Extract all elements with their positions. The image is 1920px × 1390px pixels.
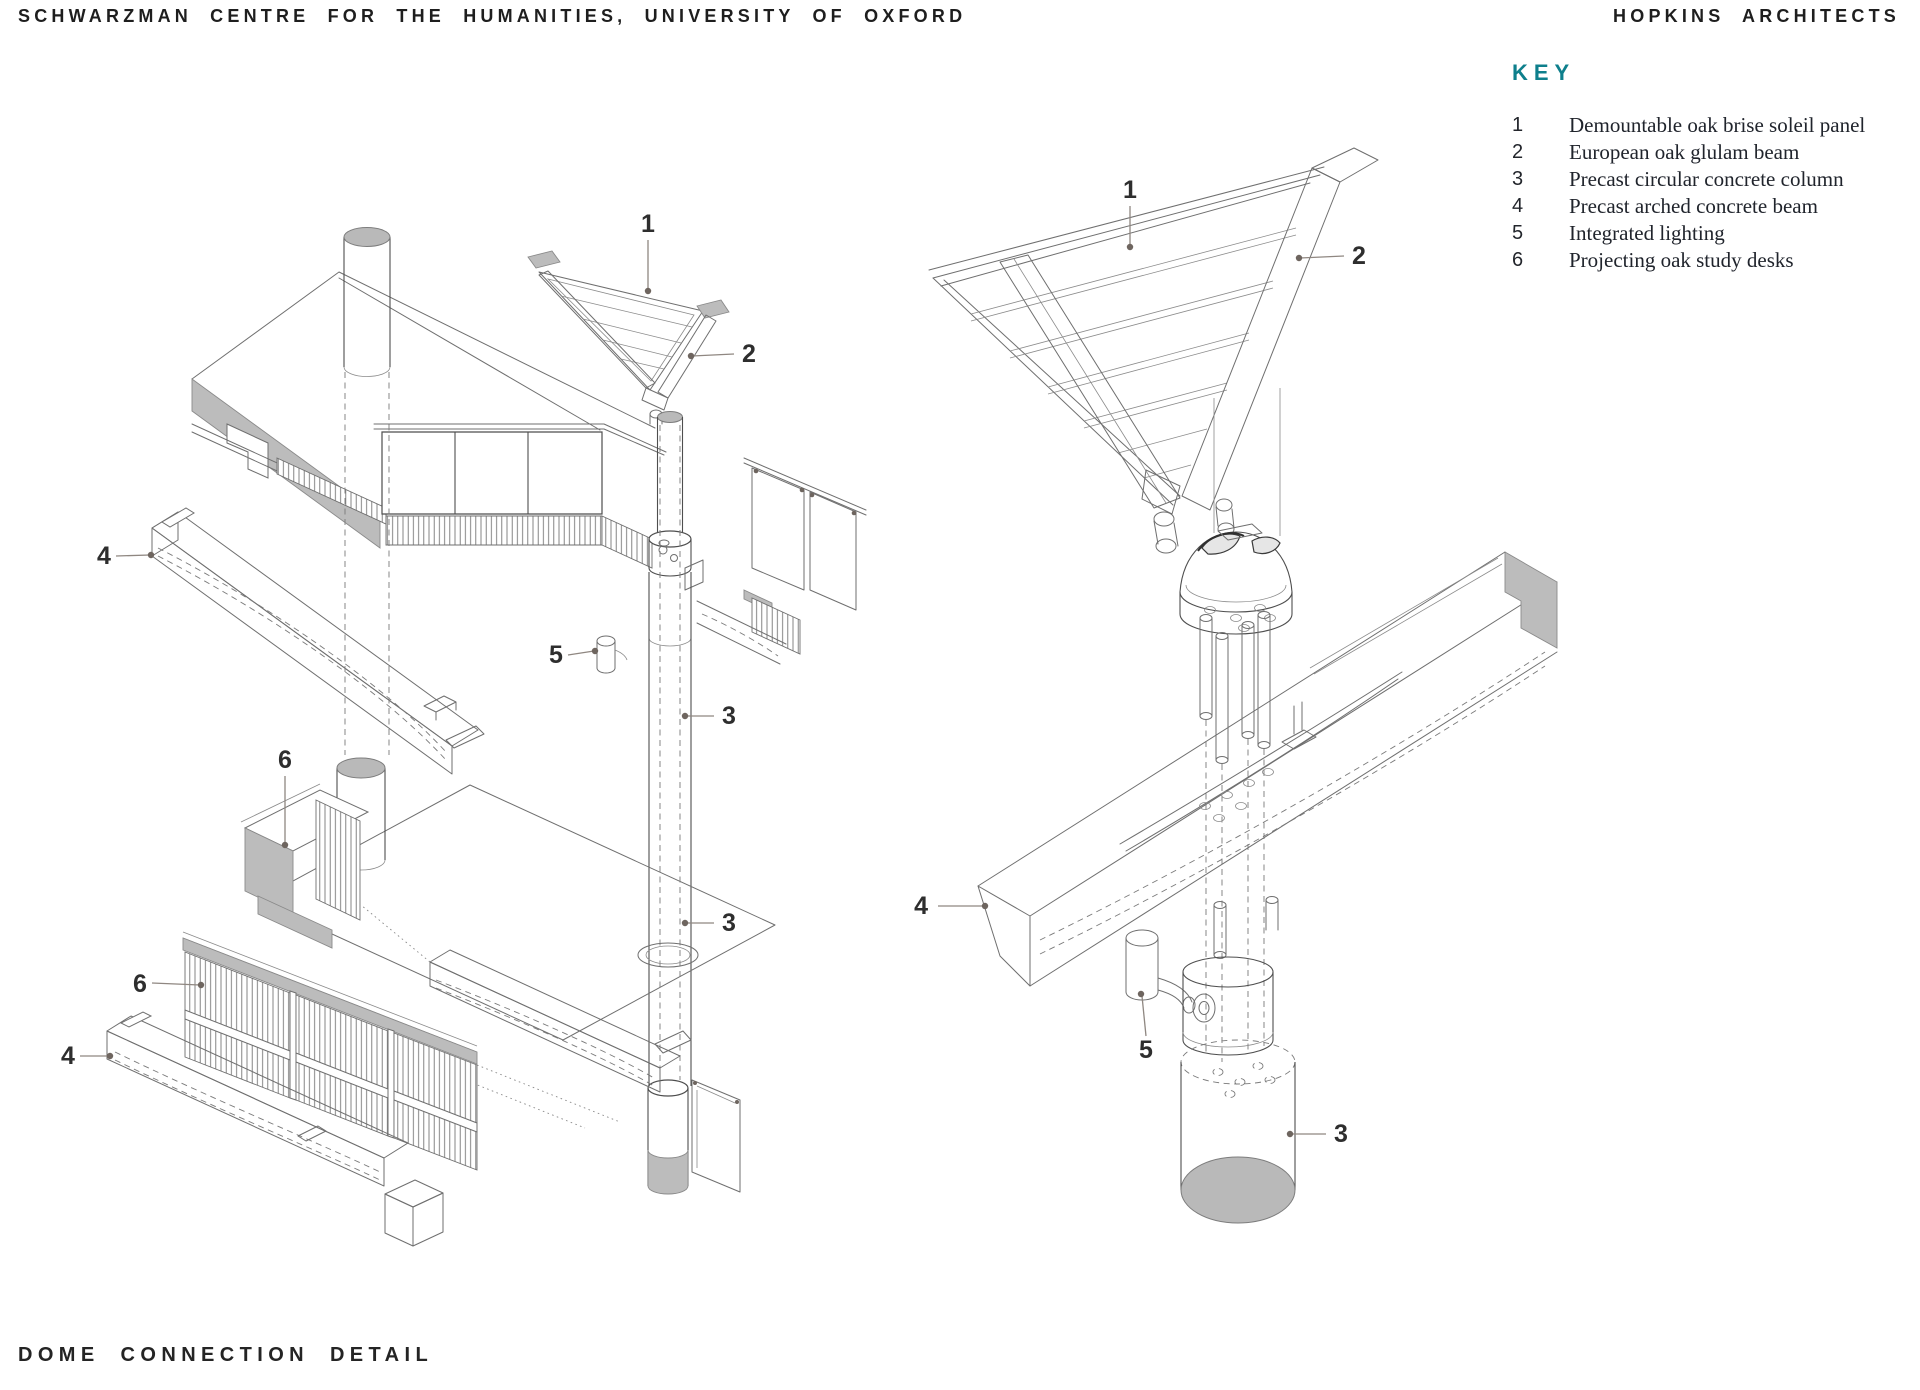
left-exploded-view: 1 2 4 5 3 6 3 xyxy=(61,210,867,1247)
balustrade-glass xyxy=(373,423,667,569)
callout-label: 5 xyxy=(549,641,563,669)
connection-dowels xyxy=(1199,611,1271,1062)
glulam-beam-left xyxy=(538,270,656,389)
callout-label: 2 xyxy=(742,340,756,368)
key-legend: KEY 1 Demountable oak brise soleil panel… xyxy=(1512,60,1904,274)
light-fixture-right xyxy=(1125,929,1196,1014)
key-item-label: Precast circular concrete column xyxy=(1569,167,1844,191)
drawing-caption: DOME CONNECTION DETAIL xyxy=(18,1344,434,1366)
callout-label: 4 xyxy=(97,542,111,570)
brise-soleil-fan xyxy=(928,147,1379,554)
callout-label: 4 xyxy=(61,1042,75,1070)
callout-2-right: 2 xyxy=(1295,242,1366,270)
key-item-label: Precast arched concrete beam xyxy=(1569,194,1818,218)
key-item: 5 Integrated lighting xyxy=(1512,220,1904,247)
callout-label: 3 xyxy=(722,702,736,730)
key-title: KEY xyxy=(1512,60,1576,85)
callout-3-right: 3 xyxy=(1286,1120,1348,1148)
key-item-label: Integrated lighting xyxy=(1569,221,1725,245)
key-item-label: European oak glulam beam xyxy=(1569,140,1800,164)
callout-label: 6 xyxy=(133,970,147,998)
project-title: SCHWARZMAN CENTRE FOR THE HUMANITIES, UN… xyxy=(18,6,967,26)
callout-label: 3 xyxy=(1334,1120,1348,1148)
callout-5-left: 5 xyxy=(549,641,599,669)
key-item: 4 Precast arched concrete beam xyxy=(1512,193,1904,220)
arched-beam-upper xyxy=(151,507,485,775)
roof-slab xyxy=(191,227,656,549)
key-item-number: 1 xyxy=(1512,114,1524,136)
brise-soleil-panel xyxy=(527,250,730,425)
callout-1: 1 xyxy=(641,210,655,295)
arched-beam-lower xyxy=(106,1011,444,1247)
concrete-column xyxy=(647,411,741,1195)
callout-label: 6 xyxy=(278,746,292,774)
callout-4-right: 4 xyxy=(914,892,989,920)
callout-1-right: 1 xyxy=(1123,176,1137,251)
key-item-number: 2 xyxy=(1512,141,1524,163)
node-connector xyxy=(1179,523,1293,635)
callout-3-lower: 3 xyxy=(681,909,736,937)
key-item-number: 4 xyxy=(1512,195,1524,217)
right-exploded-view: 1 2 4 5 3 xyxy=(914,147,1558,1224)
glulam-beam-centre xyxy=(999,254,1181,509)
balustrade-fragment xyxy=(696,457,867,665)
study-desk xyxy=(240,783,370,949)
key-item-number: 5 xyxy=(1512,222,1524,244)
arched-beam-mid xyxy=(429,949,692,1093)
callout-label: 4 xyxy=(914,892,928,920)
key-item: 3 Precast circular concrete column xyxy=(1512,166,1904,193)
key-item-number: 6 xyxy=(1512,249,1524,271)
key-item-number: 3 xyxy=(1512,168,1524,190)
callout-label: 1 xyxy=(641,210,655,238)
callout-4-lower: 4 xyxy=(61,1042,114,1070)
concrete-column-bottom xyxy=(1180,896,1296,1224)
callout-6-desk: 6 xyxy=(278,746,292,849)
callout-label: 5 xyxy=(1139,1036,1153,1064)
key-item: 6 Projecting oak study desks xyxy=(1512,247,1904,274)
callout-5-right: 5 xyxy=(1137,990,1153,1064)
callout-6-row: 6 xyxy=(133,970,205,998)
column-stub xyxy=(343,227,391,377)
callout-label: 1 xyxy=(1123,176,1137,204)
key-item-label: Demountable oak brise soleil panel xyxy=(1569,113,1866,137)
arched-beam-right-view xyxy=(977,551,1558,987)
callout-2: 2 xyxy=(687,340,756,368)
callout-label: 2 xyxy=(1352,242,1366,270)
key-item: 1 Demountable oak brise soleil panel xyxy=(1512,112,1904,139)
glulam-beam-edge xyxy=(1181,167,1341,511)
study-desk-row xyxy=(182,931,478,1171)
key-item-label: Projecting oak study desks xyxy=(1569,248,1794,272)
architect-name: HOPKINS ARCHITECTS xyxy=(1613,6,1900,26)
key-item: 2 European oak glulam beam xyxy=(1512,139,1904,166)
light-fixture xyxy=(596,635,628,674)
callout-4-upper: 4 xyxy=(97,542,155,570)
callout-label: 3 xyxy=(722,909,736,937)
callout-3-upper: 3 xyxy=(681,702,736,730)
